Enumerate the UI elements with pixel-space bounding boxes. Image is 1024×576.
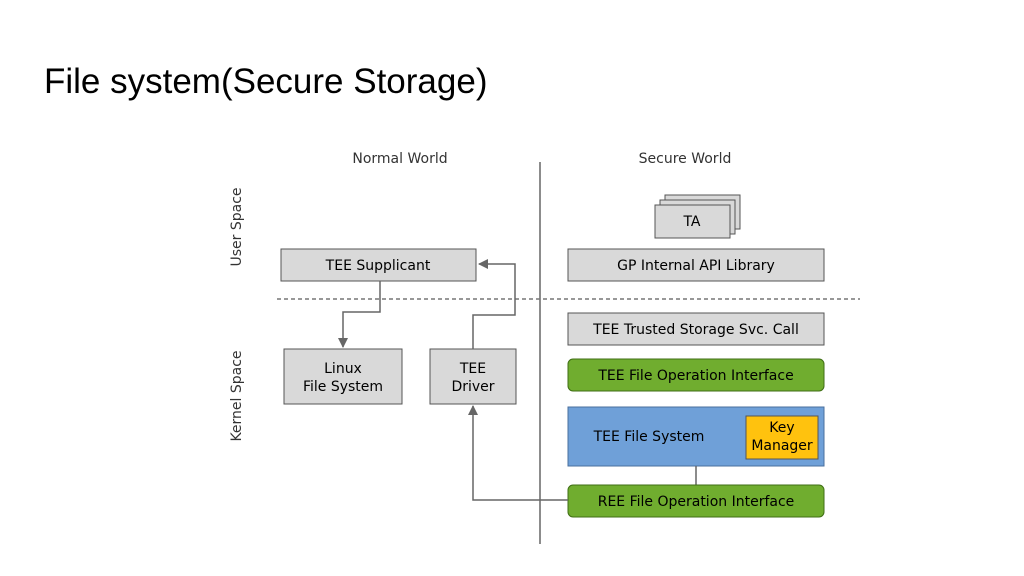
slide-title: File system(Secure Storage) [44,62,488,101]
user-space-label: User Space [229,187,245,266]
driver-to-supplicant-arrow [472,259,516,349]
ree-file-op-box: REE File Operation Interface [567,484,825,518]
linux-fs-box: Linux File System [283,348,403,405]
normal-world-label: Normal World [352,151,447,167]
tee-file-op-box: TEE File Operation Interface [567,358,825,392]
tee-driver-box: TEE Driver [429,348,517,405]
tee-file-system-box: TEE File System Key Manager [567,406,825,467]
supplicant-to-linux-arrow [338,281,381,348]
linux-fs-label-line1: Linux [324,361,362,377]
tee-file-system-label: TEE File System [593,429,705,445]
tee-driver-label-line1: TEE [459,361,486,377]
gp-internal-api-label: GP Internal API Library [617,258,775,274]
kernel-space-label: Kernel Space [229,350,245,441]
ta-label: TA [682,214,700,230]
linux-fs-label-line2: File System [303,379,383,395]
key-manager-box [745,415,819,460]
tee-supplicant-box: TEE Supplicant [280,248,477,282]
ree-to-driver-arrow [468,405,568,501]
secure-world-label: Secure World [639,151,732,167]
tee-trusted-storage-label: TEE Trusted Storage Svc. Call [592,322,799,338]
gp-internal-api-box: GP Internal API Library [567,248,825,282]
tee-trusted-storage-box: TEE Trusted Storage Svc. Call [567,312,825,346]
ree-file-op-label: REE File Operation Interface [598,494,795,510]
key-manager-label-line2: Manager [751,438,813,454]
tee-file-op-label: TEE File Operation Interface [597,368,793,384]
tee-driver-label-line2: Driver [451,379,494,395]
ta-stack: TA [654,194,741,239]
tee-supplicant-label: TEE Supplicant [325,258,431,274]
key-manager-label-line1: Key [769,420,794,436]
